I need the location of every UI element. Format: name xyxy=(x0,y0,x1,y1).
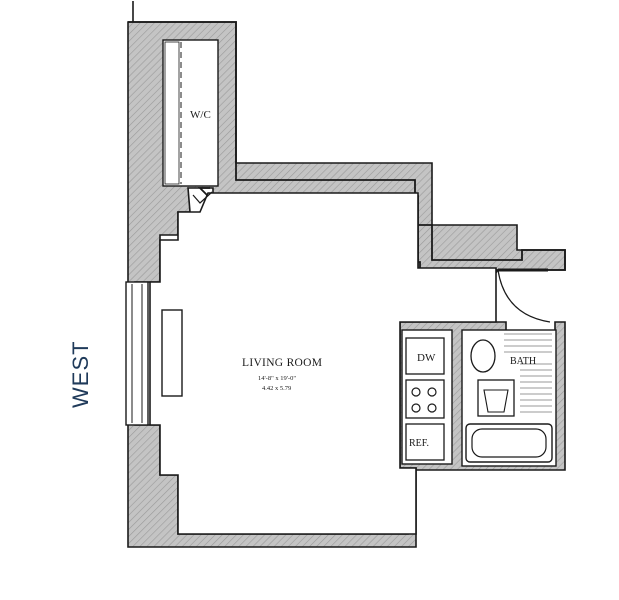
stove xyxy=(405,379,445,419)
living-room-dims-metric: 4.42 x 5.79 xyxy=(262,385,291,392)
living-room-dims-imperial: 14'-8" x 19'-0" xyxy=(258,375,296,382)
bathtub-basin xyxy=(471,428,547,458)
toilet xyxy=(470,339,496,373)
dishwasher-label: DW xyxy=(417,352,436,364)
burner xyxy=(427,387,437,397)
vanity xyxy=(477,379,515,417)
bath-label: BATH xyxy=(510,356,536,367)
bath-tile-hatch xyxy=(504,333,552,413)
burner xyxy=(427,403,437,413)
burner xyxy=(411,403,421,413)
burner xyxy=(411,387,421,397)
living-room-outline xyxy=(149,192,497,535)
radiator xyxy=(161,309,183,397)
refrigerator xyxy=(405,423,445,461)
west-window xyxy=(125,281,149,426)
refrigerator-label: REF. xyxy=(409,438,429,449)
closet-shelf xyxy=(164,41,180,185)
living-room-label: LIVING ROOM xyxy=(242,357,322,369)
dishwasher xyxy=(405,337,445,375)
sink xyxy=(483,389,509,413)
west-compass-label: WEST xyxy=(68,340,93,408)
closet-label: W/C xyxy=(190,109,211,121)
walk-in-closet xyxy=(162,39,219,187)
closet-door-swing xyxy=(192,191,213,204)
entry-door-swing xyxy=(497,269,551,323)
